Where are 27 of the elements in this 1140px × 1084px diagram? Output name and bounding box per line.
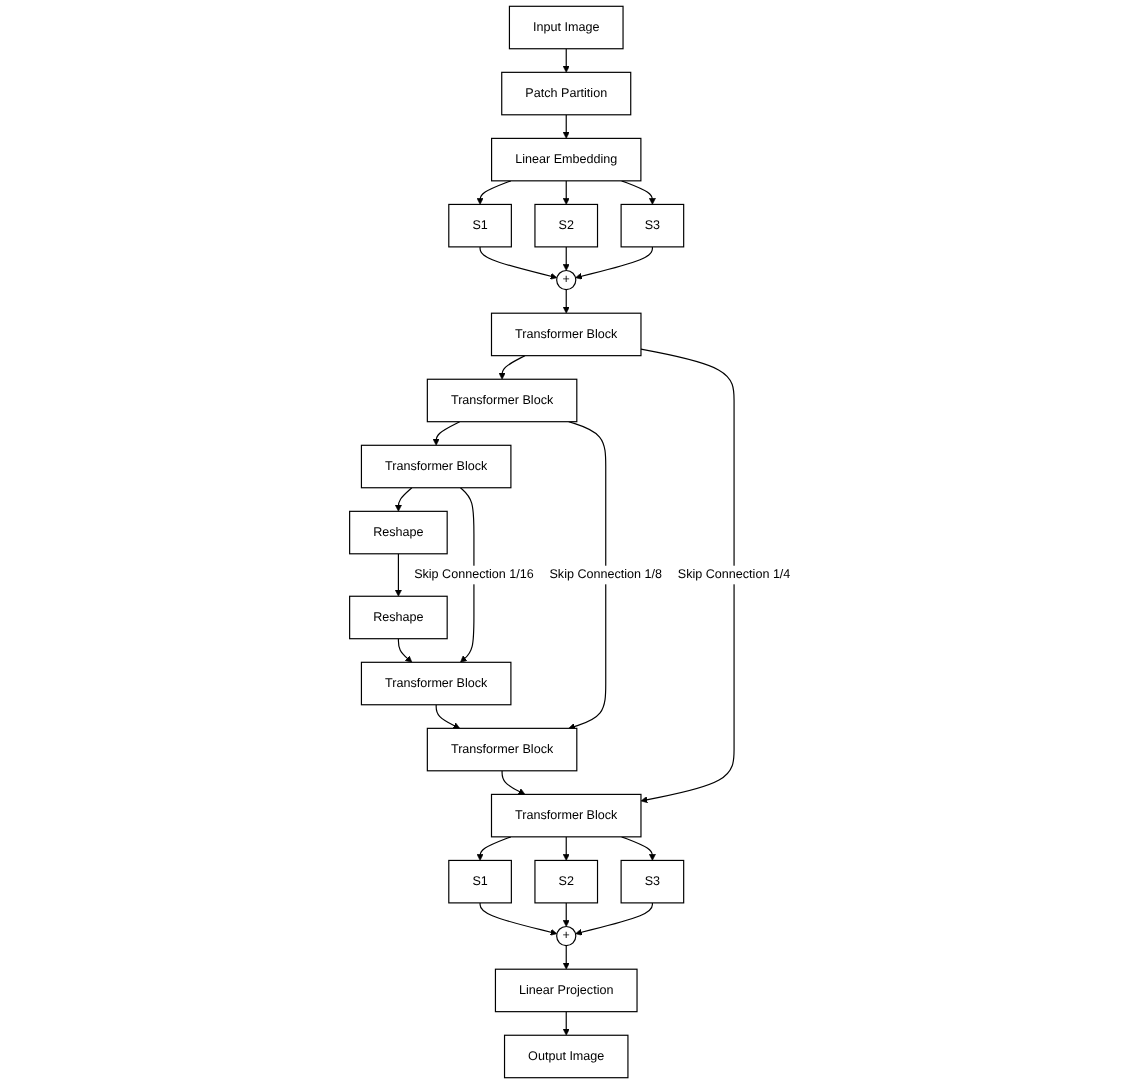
- arrow: [562, 180, 570, 205]
- arrow: [394, 487, 413, 512]
- arrow: [621, 836, 656, 861]
- arrow: [562, 114, 570, 139]
- arrow: [562, 1011, 570, 1036]
- arrow: [459, 487, 475, 663]
- arrow: [562, 289, 570, 314]
- arrow: [476, 180, 512, 205]
- arrow: [397, 638, 413, 663]
- arrow: [479, 902, 558, 936]
- arrow: [575, 902, 653, 936]
- arrow: [568, 421, 607, 730]
- arrow: [621, 180, 656, 205]
- arrow: [562, 836, 570, 861]
- arrow: [562, 945, 570, 970]
- arrow: [562, 902, 570, 927]
- arrow: [501, 770, 526, 795]
- arrow: [432, 421, 461, 446]
- arrow: [476, 836, 512, 861]
- arrow: [562, 48, 570, 73]
- arrow: [435, 704, 460, 729]
- arrow: [640, 348, 735, 804]
- arrow: [562, 246, 570, 271]
- arrow: [394, 553, 402, 597]
- arrow: [498, 355, 526, 380]
- arrow: [479, 246, 558, 280]
- arrow: [575, 246, 653, 280]
